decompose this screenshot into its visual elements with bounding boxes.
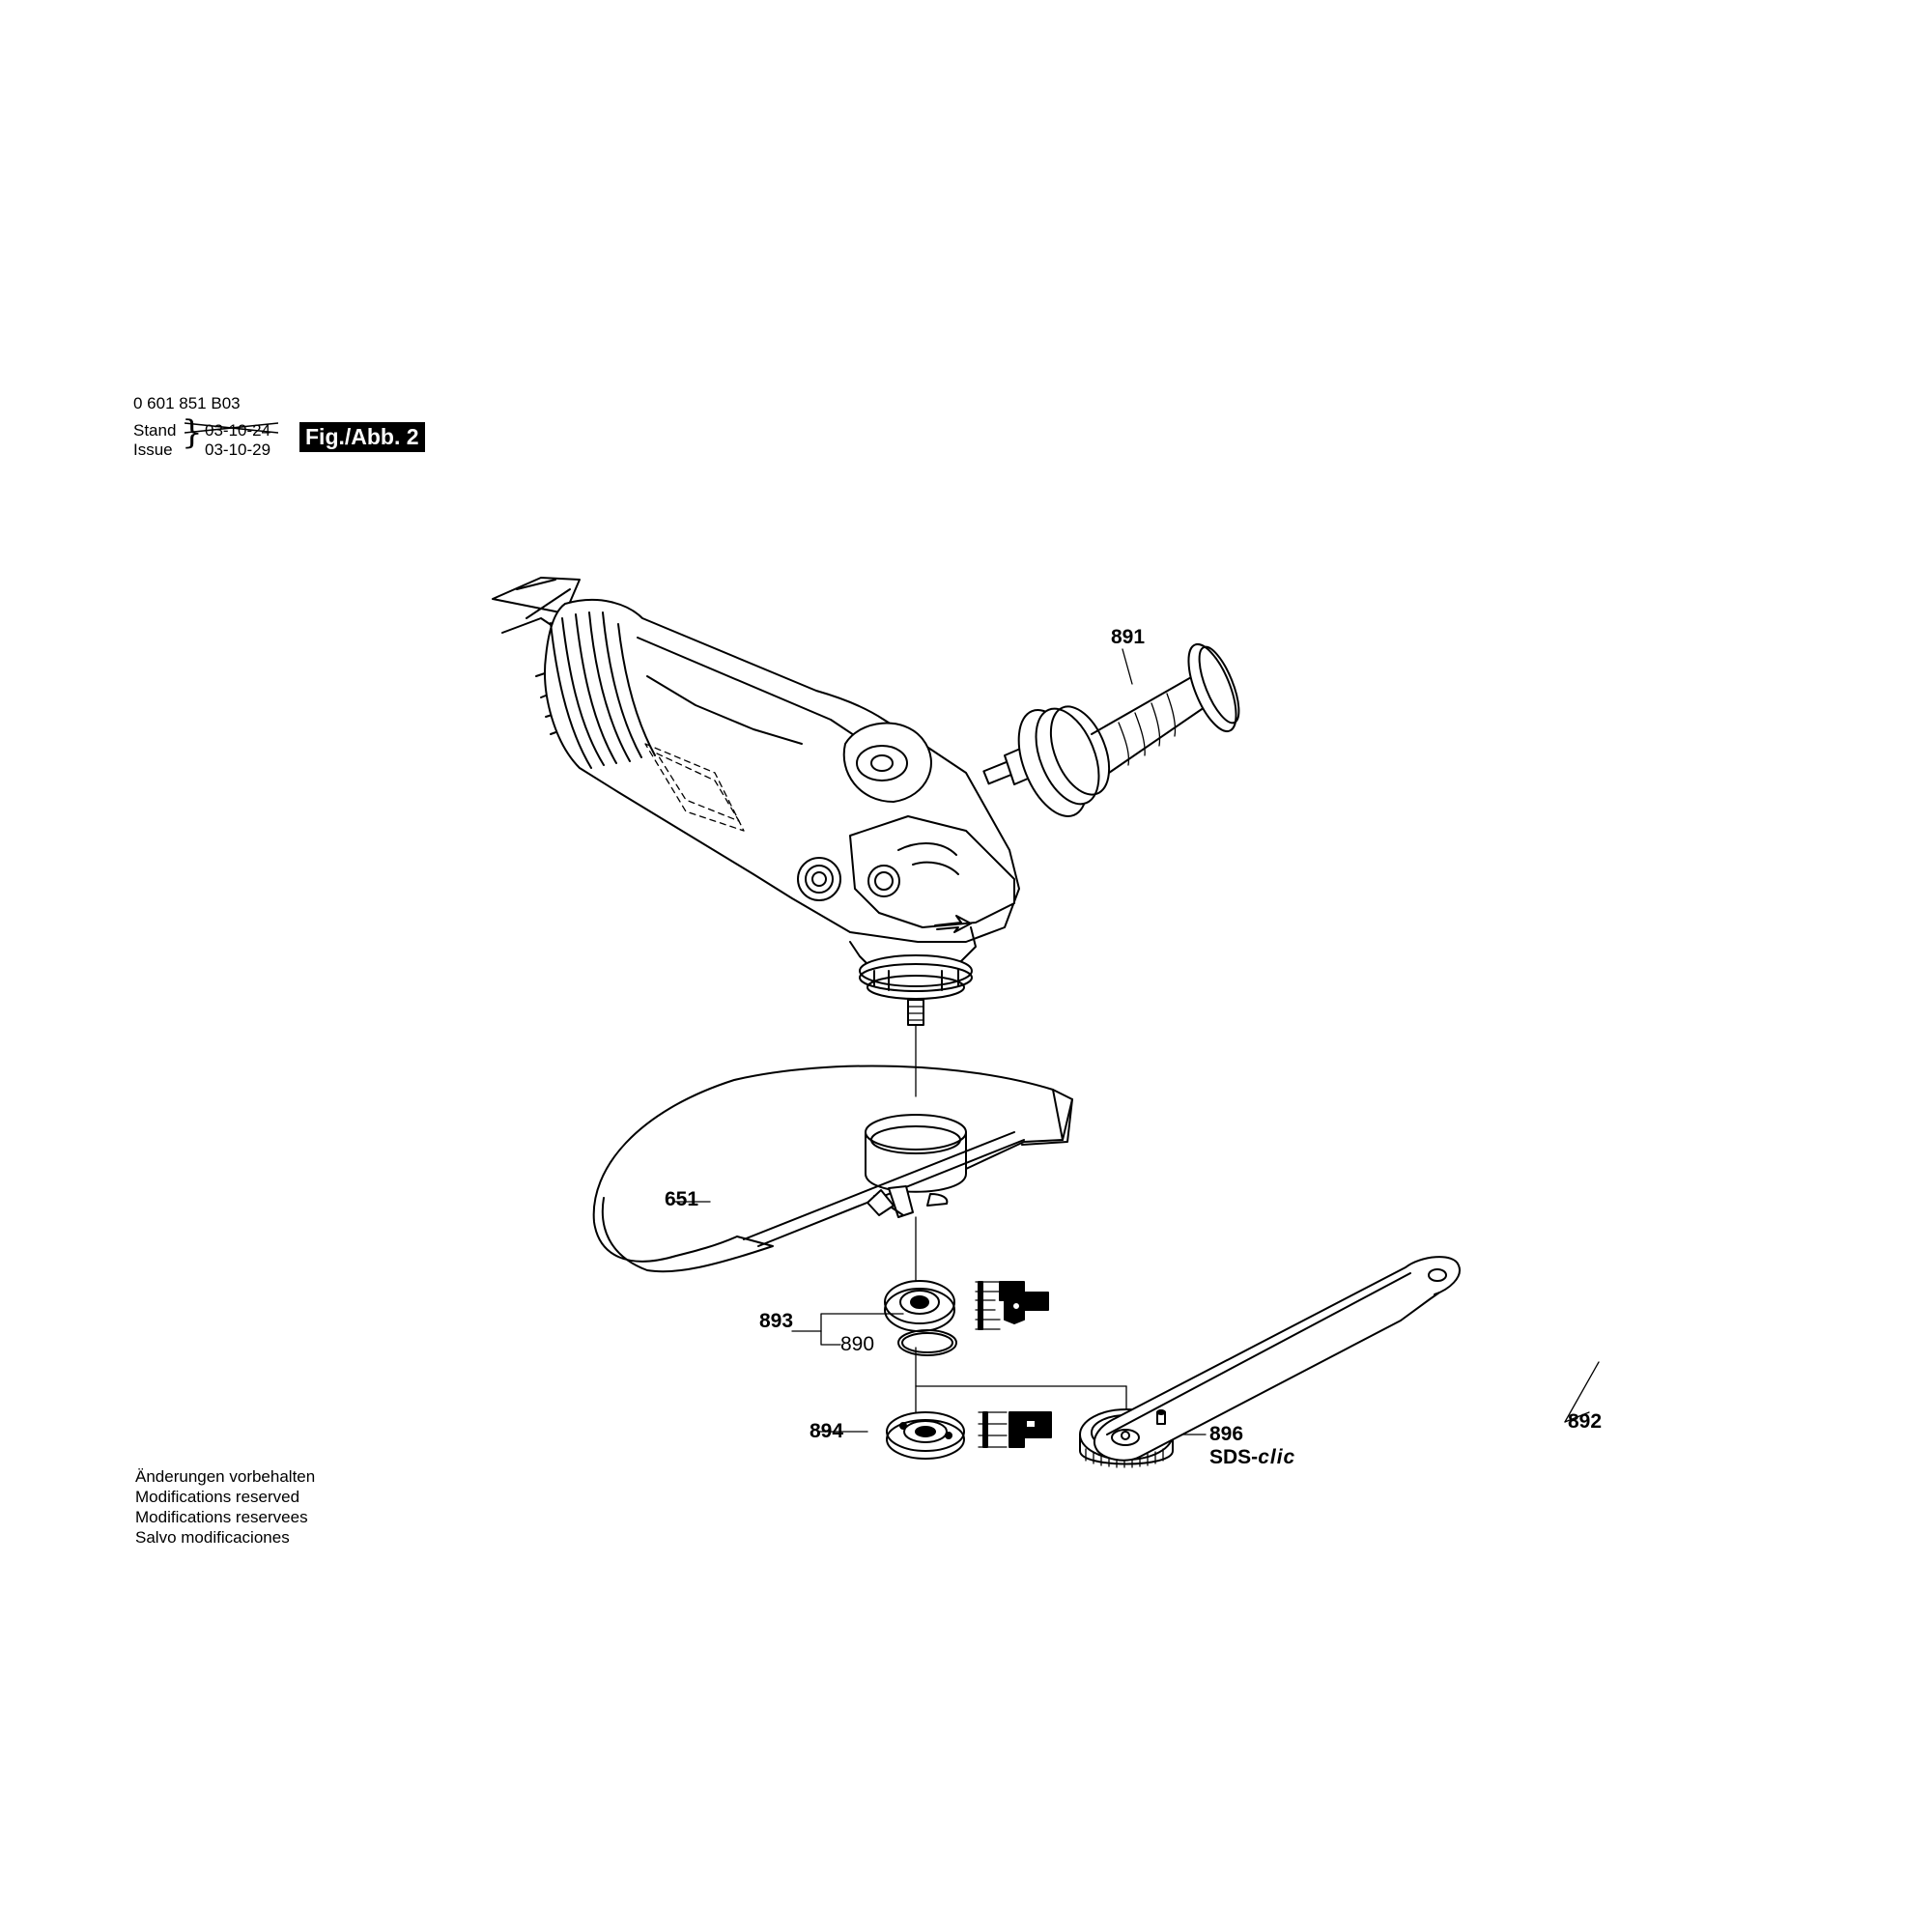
flange-orientation-icon (975, 1281, 1049, 1330)
callout-893: 893 (759, 1310, 794, 1332)
clic-suffix: clic (1258, 1446, 1296, 1468)
callout-894: 894 (810, 1420, 844, 1442)
mounting-flange-icon (884, 1280, 955, 1332)
callout-896-system: SDS-clic (1209, 1446, 1295, 1469)
clamping-nut-icon (886, 1411, 965, 1460)
angle-grinder-icon (492, 577, 1020, 1026)
part-number: 0 601 851 B03 (133, 394, 241, 412)
spanner-icon (1094, 1256, 1461, 1462)
issue-label: Issue (133, 440, 173, 459)
modification-notes: Änderungen vorbehalten Modifications res… (135, 1466, 315, 1548)
callout-651: 651 (665, 1188, 699, 1210)
note-de: Änderungen vorbehalten (135, 1467, 316, 1486)
note-es: Salvo modificaciones (135, 1528, 290, 1547)
auxiliary-handle-icon (982, 642, 1240, 817)
callout-892: 892 (1568, 1410, 1603, 1433)
stand-label: Stand (133, 421, 177, 440)
callout-890: 890 (840, 1333, 875, 1355)
callout-896: 896 (1209, 1423, 1244, 1445)
callout-891: 891 (1111, 626, 1146, 648)
protective-guard-icon (592, 1065, 1073, 1273)
strikethrough-icon (185, 422, 278, 434)
o-ring-icon (897, 1329, 957, 1356)
nut-orientation-icon (978, 1411, 1052, 1448)
issue-date: 03-10-29 (205, 440, 271, 459)
figure-badge: Fig./Abb. 2 (299, 422, 425, 452)
note-fr: Modifications reservees (135, 1508, 308, 1526)
sds-prefix: SDS- (1209, 1446, 1259, 1468)
note-en: Modifications reserved (135, 1488, 300, 1506)
